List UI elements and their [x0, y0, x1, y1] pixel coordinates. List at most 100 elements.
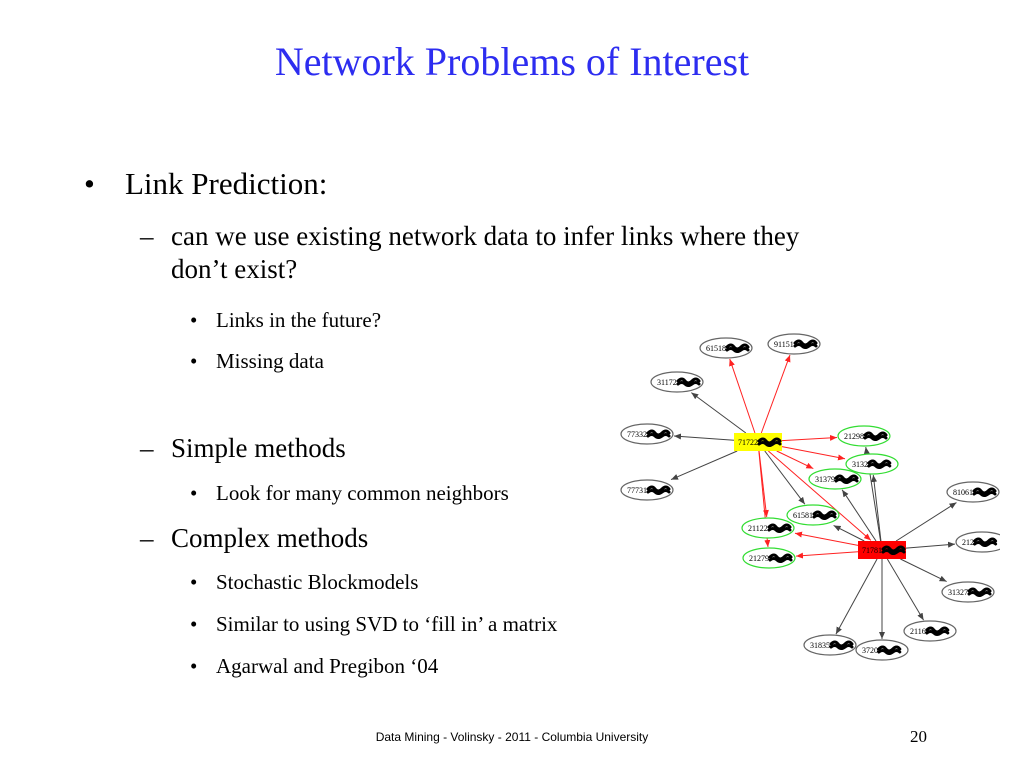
graph-node-label: 71781 [862, 546, 882, 555]
graph-node-label: 2116 [910, 627, 926, 636]
graph-node: 71781 [858, 541, 906, 559]
subsubbullet-agarwal: • Agarwal and Pregibon ‘04 [190, 654, 438, 679]
bullet-dot-icon: • [190, 481, 198, 505]
subbullet-question: – can we use existing network data to in… [140, 220, 799, 286]
graph-node: 81061 [946, 481, 1000, 503]
graph-edge [833, 525, 865, 542]
graph-edge [900, 558, 947, 583]
graph-node: 31835 [803, 634, 857, 656]
graph-edge [835, 558, 878, 635]
graph-edge [670, 450, 738, 481]
subsubbullet-common-neighbors: • Look for many common neighbors [190, 481, 509, 506]
slide-footer: Data Mining - Volinsky - 2011 - Columbia… [375, 730, 649, 744]
redaction-scribble [972, 487, 997, 497]
graph-node-label: 212 [962, 538, 974, 547]
bullet-dot-icon: • [84, 166, 95, 201]
graph-edge [673, 433, 735, 441]
redaction-scribble [646, 485, 671, 495]
subbullet-text: Simple methods [171, 433, 346, 463]
graph-node-label: 31379 [815, 475, 835, 484]
graph-node-label: 81061 [953, 488, 973, 497]
graph-node-label: 31835 [810, 641, 830, 650]
graph-edge [764, 450, 806, 505]
graph-node-label: 77332 [627, 430, 647, 439]
subsubbullet-text: Similar to using SVD to ‘fill in’ a matr… [216, 612, 558, 636]
page-number: 20 [910, 727, 927, 746]
graph-node: 31379 [808, 468, 862, 490]
graph-node-label: 21298 [844, 432, 864, 441]
redaction-scribble [881, 545, 906, 555]
graph-node: 31327 [941, 581, 995, 603]
redaction-scribble [829, 640, 854, 650]
subsubbullet-svd: • Similar to using SVD to ‘fill in’ a ma… [190, 612, 557, 637]
redaction-scribble [863, 431, 888, 441]
question-line-1: can we use existing network data to infe… [171, 221, 800, 251]
graph-node-label: 61518 [706, 344, 726, 353]
graph-node: 212 [955, 531, 1000, 553]
dash-icon: – [140, 221, 154, 251]
subsubbullet-text: Agarwal and Pregibon ‘04 [216, 654, 439, 678]
graph-edge [691, 392, 747, 434]
graph-node: 61518 [699, 337, 753, 359]
dash-icon: – [140, 433, 154, 463]
graph-edge [794, 531, 859, 546]
graph-node-label: 21279 [749, 554, 769, 563]
graph-node-label: 91151 [774, 340, 794, 349]
redaction-scribble [877, 645, 902, 655]
subsubbullet-future: • Links in the future? [190, 308, 381, 333]
graph-node: 2116 [903, 620, 957, 642]
redaction-scribble [757, 437, 782, 447]
graph-node: 91151 [767, 333, 821, 355]
redaction-scribble [867, 459, 892, 469]
subsubbullet-text: Links in the future? [216, 308, 382, 332]
graph-node: 77731 [620, 479, 674, 501]
bullet-text: Link Prediction: [125, 166, 328, 201]
subsubbullet-missing: • Missing data [190, 349, 324, 374]
graph-edge [776, 450, 814, 470]
graph-edge [760, 354, 791, 434]
network-graph: 61518 91151 31172 77332 77731 71722 21298 3132 3… [620, 333, 1000, 661]
graph-node: 61581 [786, 504, 840, 526]
redaction-scribble [812, 510, 837, 520]
graph-edge [729, 358, 756, 434]
redaction-scribble [725, 343, 750, 353]
graph-node: 3720 [855, 639, 909, 661]
graph-node-label: 31172 [657, 378, 677, 387]
slide-title: Network Problems of Interest [274, 39, 750, 84]
bullet-link-prediction: • Link Prediction: [84, 165, 327, 202]
bullet-dot-icon: • [190, 570, 198, 594]
subbullet-complex-methods: – Complex methods [140, 522, 368, 555]
subsubbullet-text: Look for many common neighbors [216, 481, 509, 505]
graph-node: 21122 [741, 517, 795, 539]
redaction-scribble [646, 429, 671, 439]
graph-node-label: 61581 [793, 511, 813, 520]
bullet-dot-icon: • [190, 612, 198, 636]
subsubbullet-stochastic: • Stochastic Blockmodels [190, 570, 418, 595]
redaction-scribble [834, 474, 859, 484]
redaction-scribble [793, 339, 818, 349]
graph-node-label: 31327 [948, 588, 968, 597]
graph-edge [781, 446, 846, 461]
redaction-scribble [768, 553, 793, 563]
graph-node: 71722 [734, 433, 782, 451]
dash-icon: – [140, 523, 154, 553]
subbullet-simple-methods: – Simple methods [140, 432, 346, 465]
graph-edge [795, 551, 859, 559]
subbullet-text: Complex methods [171, 523, 369, 553]
graph-edge [871, 474, 882, 542]
graph-edge [895, 502, 957, 542]
redaction-scribble [967, 587, 992, 597]
subsubbullet-text: Stochastic Blockmodels [216, 570, 419, 594]
graph-node: 21298 [837, 425, 891, 447]
graph-edge [781, 434, 838, 442]
question-line-2: don’t exist? [171, 253, 298, 284]
graph-node: 77332 [620, 423, 674, 445]
graph-node: 3132 [845, 453, 899, 475]
bullet-dot-icon: • [190, 308, 198, 332]
graph-edge [841, 489, 877, 542]
graph-node-label: 3720 [862, 646, 878, 655]
graph-node-label: 71722 [738, 438, 758, 447]
bullet-dot-icon: • [190, 349, 198, 373]
bullet-dot-icon: • [190, 654, 198, 678]
redaction-scribble [973, 537, 998, 547]
